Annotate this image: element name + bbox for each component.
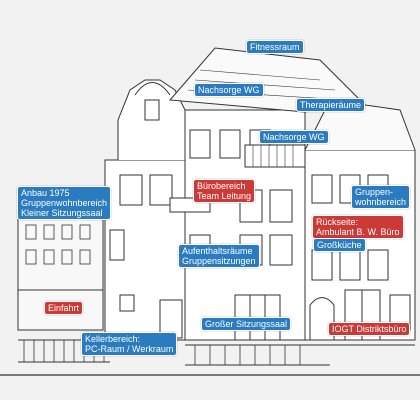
label-line: Ambulant B. W. Büro: [316, 227, 400, 237]
label-fitnessraum[interactable]: Fitnessraum: [246, 40, 304, 54]
label-line: Anbau 1975: [21, 188, 70, 198]
label-line: Nachsorge WG: [198, 85, 260, 95]
label-line: Gruppensitzungen: [182, 256, 256, 266]
label-line: IOGT Distriktsbüro: [332, 324, 407, 334]
label-iogt-distriktsbuero[interactable]: IOGT Distriktsbüro: [328, 322, 411, 336]
label-gruppenwohnbereich[interactable]: Gruppen- wohnbereich: [351, 185, 411, 209]
label-grosser-sitzungssaal[interactable]: Großer Sitzungssaal: [201, 317, 292, 331]
label-einfahrt[interactable]: Einfahrt: [44, 301, 84, 315]
label-line: PC-Raum / Werkraum: [85, 344, 174, 354]
label-line: Team Leitung: [197, 191, 252, 201]
label-line: Einfahrt: [48, 303, 80, 313]
label-kellerbereich[interactable]: Kellerbereich: PC-Raum / Werkraum: [81, 332, 178, 356]
label-line: Aufenthaltsräume: [182, 246, 253, 256]
label-nachsorge-wg-mid[interactable]: Nachsorge WG: [259, 130, 329, 144]
label-line: Großer Sitzungssaal: [205, 319, 288, 329]
label-line: Bürobereich: [197, 181, 246, 191]
label-line: Gruppenwohnbereich: [21, 198, 108, 208]
label-line: Kleiner Sitzungssaal: [21, 208, 103, 218]
label-line: Gruppen-: [355, 187, 394, 197]
label-line: Therapieräume: [300, 100, 362, 110]
label-buerobereich[interactable]: Bürobereich Team Leitung: [193, 179, 256, 203]
label-line: Kellerbereich:: [85, 334, 141, 344]
label-line: wohnbereich: [355, 197, 407, 207]
label-aufenthaltsraeume[interactable]: Aufenthaltsräume Gruppensitzungen: [178, 244, 260, 268]
label-line: Fitnessraum: [250, 42, 300, 52]
label-anbau[interactable]: Anbau 1975 Gruppenwohnbereich Kleiner Si…: [17, 186, 112, 220]
label-grosskueche[interactable]: Großküche: [313, 238, 366, 252]
label-rueckseite[interactable]: Rückseite: Ambulant B. W. Büro: [312, 215, 404, 239]
label-therapieraeume[interactable]: Therapieräume: [296, 98, 366, 112]
label-nachsorge-wg-top[interactable]: Nachsorge WG: [194, 83, 264, 97]
label-line: Großküche: [317, 240, 362, 250]
label-line: Nachsorge WG: [263, 132, 325, 142]
label-line: Rückseite:: [316, 217, 359, 227]
